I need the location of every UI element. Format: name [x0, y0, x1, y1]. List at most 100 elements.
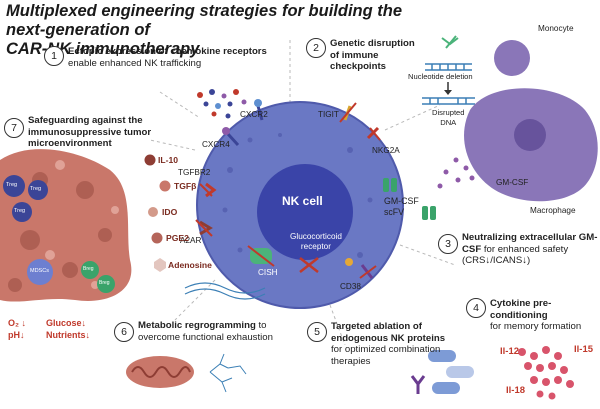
mitochondrion-graphic: [126, 356, 194, 388]
tgfbr2-label: TGFBR2: [178, 168, 211, 177]
treg-label-2: Treg: [30, 186, 42, 192]
cd38-label: CD38: [340, 282, 361, 291]
treg-label: Treg: [6, 182, 18, 188]
page-title: Multiplexed engineering strategies for b…: [6, 2, 446, 59]
cd38-graphic: [345, 258, 377, 279]
breg-label: Breg: [83, 266, 94, 272]
ido-label: IDO: [162, 207, 178, 217]
strategy-6-number: 6: [114, 322, 134, 342]
a2ar-label: A2AR: [180, 236, 202, 245]
strategy-5-desc: for optimized combination therapies: [331, 344, 441, 367]
macrophage-label: Macrophage: [530, 206, 576, 215]
strategy-7-number: 7: [4, 118, 24, 138]
gmcsf-scfv-label: GM-CSF scFV: [384, 196, 419, 218]
cish-graphic: [247, 245, 275, 267]
monocyte-graphic: [494, 40, 530, 76]
strategy-4-title: Cytokine pre-conditioning: [490, 298, 552, 321]
strategy-6-title: Metabolic regrogramming: [138, 320, 256, 331]
scfv-antibodies: [383, 178, 436, 220]
strategy-3-number: 3: [438, 234, 458, 254]
nkg2a-label: NKG2A: [372, 146, 400, 155]
gcr-line-2: receptor: [300, 242, 331, 251]
strategy-6-desc: to overcome functional exhaustion: [138, 320, 273, 343]
il18-label: Il-18: [506, 385, 526, 396]
gcr-line-1: Glucocorticoid: [290, 232, 342, 241]
tumor-microenvironment: [0, 149, 132, 302]
glucose-label: Glucose↓: [46, 318, 87, 328]
strategy-4-number: 4: [466, 298, 486, 318]
strategy-4-desc: for memory formation: [490, 321, 582, 332]
gmcsf-particles: [437, 157, 475, 189]
receptor-tigit-graphic: [339, 102, 357, 123]
pills-graphic: [410, 350, 474, 394]
receptor-tgfbr2-graphic: [199, 182, 217, 198]
cxcr4-label: CXCR4: [202, 140, 230, 149]
gmcsf-label: GM-CSF: [496, 178, 529, 187]
strategy-3-desc: for enhanced safety: [483, 243, 569, 255]
glucocorticoid-receptor-label: Glucocorticoid receptor: [290, 232, 342, 252]
strategy-2-title: Genetic disruption of immune checkpoints: [330, 38, 415, 72]
strategy-7-text: Safeguarding against the immunosuppressi…: [28, 115, 163, 150]
treg-cell: [12, 202, 32, 222]
strategy-2-number: 2: [306, 38, 326, 58]
treg-label-3: Treg: [14, 208, 26, 214]
nk-nucleus: [257, 164, 353, 260]
divider-lines: [149, 40, 456, 346]
glycogen-graphic: [209, 353, 247, 393]
dna-graphic: [422, 63, 475, 105]
cish-label: CISH: [258, 268, 278, 277]
treg-cell: [28, 180, 48, 200]
cytokine-cluster: [518, 346, 574, 400]
strategy-5-title: Targeted ablation of endogenous NK prote…: [331, 321, 446, 344]
title-line-1: Multiplexed engineering strategies for b…: [6, 2, 403, 39]
il12-label: Il-12: [500, 346, 520, 357]
receptor-cxcr4-graphic: [222, 127, 240, 147]
strategy-2-text: Genetic disruption of immune checkpoints: [330, 38, 420, 73]
strategy-5-number: 5: [307, 322, 327, 342]
pge2-label: PGE2: [166, 233, 189, 243]
ph-label: pH↓: [8, 330, 25, 340]
strategy-1-text: Ectopic expression of chemokine receptor…: [68, 46, 283, 69]
strategy-3-extra: (CRS↓/ICANS↓): [462, 255, 531, 266]
glucocorticoid-receptor-graphic: [299, 257, 319, 273]
o2-label: O₂ ↓: [8, 318, 26, 328]
scfv-line-1: GM-CSF: [384, 196, 419, 206]
receptor-nkg2a-graphic: [366, 126, 381, 141]
nk-cell: [196, 101, 404, 309]
monocyte-label: Monocyte: [538, 24, 574, 33]
adenosine-label: Adenosine: [168, 260, 212, 270]
tme-factor-icons: [144, 154, 171, 272]
strategy-1-title: Ectopic expression of chemokine receptor…: [68, 46, 267, 57]
breg-cell: [81, 261, 99, 279]
disrupted-line-2: DNA: [440, 118, 457, 127]
breg-label-2: Breg: [99, 280, 110, 286]
strategy-6-text: Metabolic regrogramming to overcome func…: [138, 320, 303, 343]
strategy-7-title: Safeguarding against the immunosuppressi…: [28, 115, 152, 149]
mdsc-label: MDSCs: [30, 268, 49, 274]
tgfb-label: TGFβ: [174, 181, 197, 191]
disrupted-line-1: Disrupted: [432, 108, 465, 117]
chemokine-dots: [197, 89, 247, 119]
strategy-3-text: Neutralizing extracellular GM-CSF for en…: [462, 232, 600, 267]
il10-label: IL-10: [158, 155, 179, 165]
strategy-5-text: Targeted ablation of endogenous NK prote…: [331, 321, 471, 367]
nucleotide-deletion-label: Nucleotide deletion: [408, 72, 473, 81]
disrupted-dna-label: Disrupted DNA: [432, 108, 465, 128]
strategy-1-desc: enable enhanced NK trafficking: [68, 57, 202, 69]
mdsc-cell: [27, 259, 53, 285]
crispr-scissors-icon: [441, 35, 459, 49]
nk-cell-label: NK cell: [282, 194, 323, 208]
ribbon-graphic: [184, 282, 266, 300]
cxcr2-label: CXCR2: [240, 110, 268, 119]
treg-cell: [3, 175, 25, 197]
scfv-line-2: scFV: [384, 207, 405, 217]
strategy-1-number: 1: [44, 46, 64, 66]
strategy-4-text: Cytokine pre-conditioning for memory for…: [490, 298, 598, 333]
nutrients-label: Nutrients↓: [46, 330, 91, 340]
strategy-3-title: Neutralizing extracellular GM-CSF: [462, 232, 598, 255]
il15-label: Il-15: [574, 344, 594, 355]
breg-cell: [97, 275, 115, 293]
tigit-label: TIGIT: [318, 110, 339, 119]
receptor-a2ar-graphic: [195, 219, 213, 237]
